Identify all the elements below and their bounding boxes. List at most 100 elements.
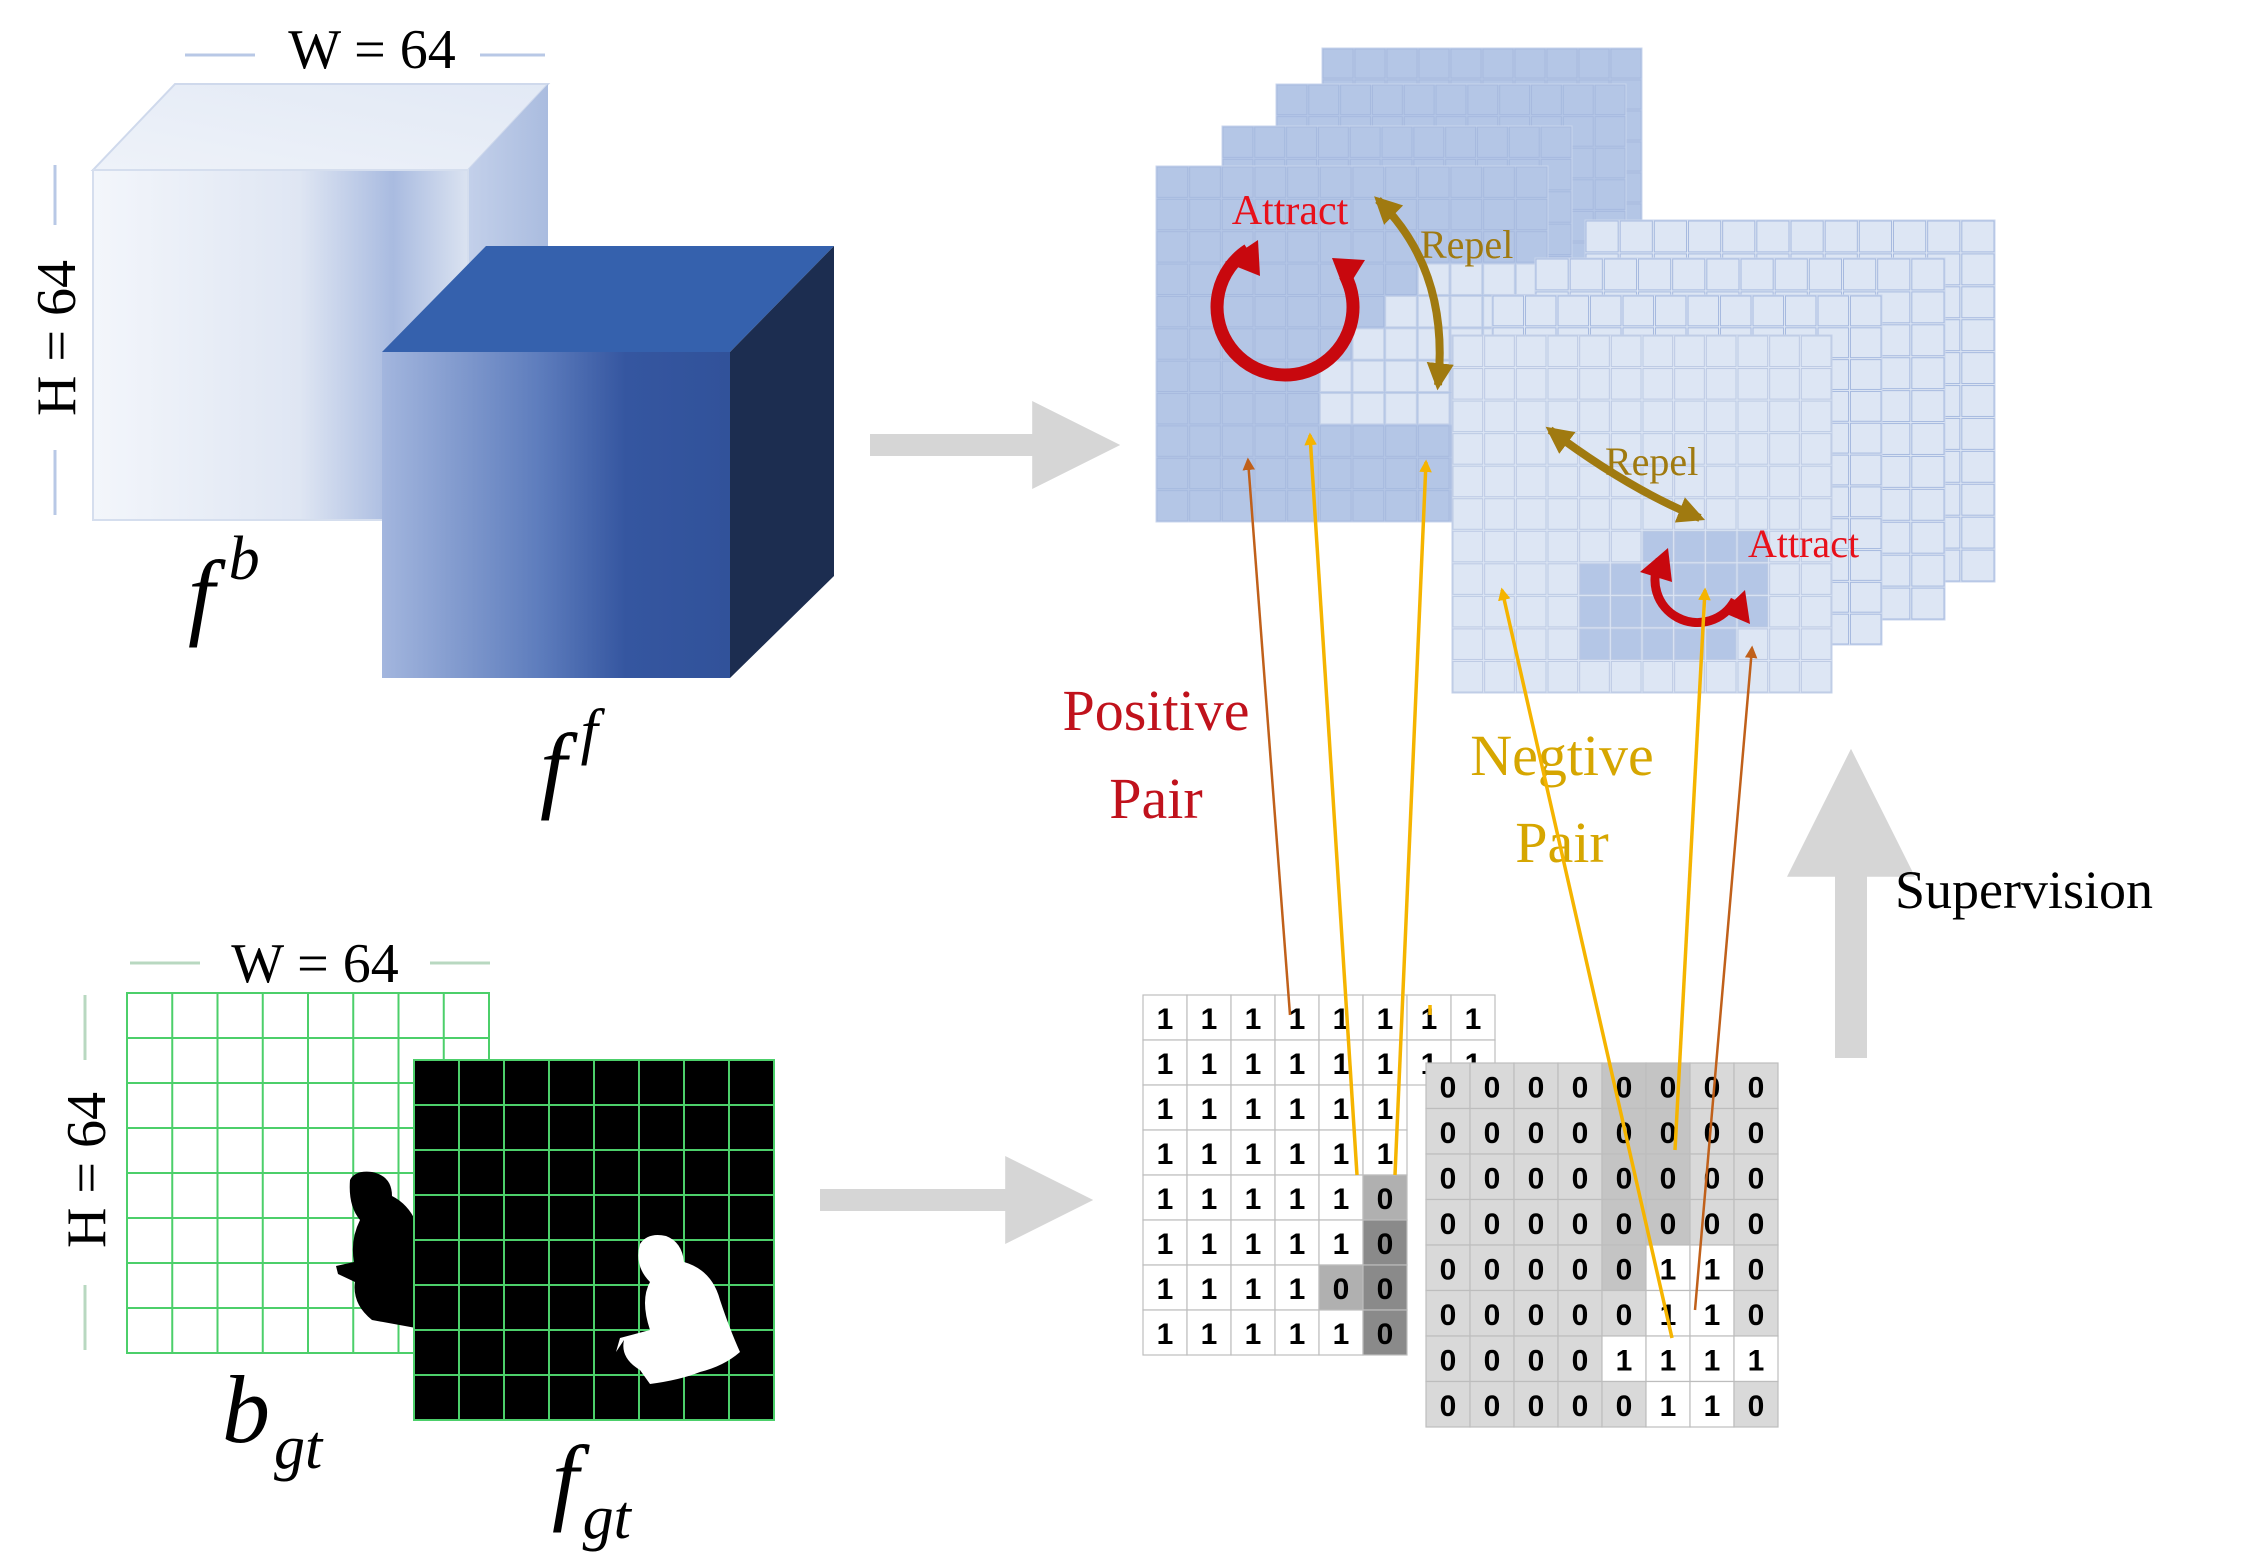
- mask-value: 0: [1748, 1208, 1765, 1241]
- map-cell: [1319, 490, 1352, 522]
- map-cell: [1705, 660, 1737, 693]
- map-cell: [1484, 660, 1515, 693]
- map-cell: [1450, 166, 1483, 198]
- mask-value: 0: [1748, 1299, 1765, 1332]
- mask-value: 0: [1484, 1299, 1501, 1332]
- width-label: W = 64: [288, 19, 455, 81]
- mask-cell: [1601, 1062, 1647, 1110]
- mask-cell: [1425, 1198, 1471, 1246]
- map-cell: [1610, 530, 1642, 563]
- map-cell: [1156, 328, 1189, 360]
- mask-value: 0: [1333, 1273, 1350, 1306]
- mask-cell: [1425, 1380, 1471, 1428]
- map-cell: [1417, 425, 1450, 457]
- mask-cell: [1230, 1174, 1276, 1221]
- mask-value: 1: [1201, 1273, 1218, 1306]
- map-cell: [1254, 126, 1286, 158]
- map-cell: [1590, 295, 1622, 327]
- mask-cell: [1733, 1198, 1779, 1246]
- negative-pair-line-3: [1498, 587, 1674, 1339]
- map-cell: [1737, 368, 1769, 400]
- map-cell: [1824, 220, 1858, 253]
- map-cell: [1385, 457, 1417, 490]
- mask-value: 0: [1572, 1254, 1589, 1287]
- map-cell: [1156, 263, 1189, 295]
- map-cell: [1492, 295, 1524, 327]
- mask-cell: [1469, 1153, 1515, 1201]
- map-cell: [1674, 660, 1705, 693]
- map-cell: [1452, 530, 1484, 563]
- map-cell: [1642, 368, 1674, 400]
- map-cell: [1385, 360, 1417, 393]
- map-cell: [1515, 231, 1548, 263]
- attract-label-top: Attract: [1232, 188, 1349, 234]
- mask-value: 0: [1572, 1163, 1589, 1196]
- map-cell: [1610, 595, 1642, 628]
- foreground-gt-grid: [413, 1059, 775, 1421]
- mask-value: 0: [1572, 1299, 1589, 1332]
- map-cell: [1450, 48, 1482, 79]
- map-cell: [1594, 84, 1626, 116]
- map-cell: [1877, 258, 1911, 291]
- mask-value: 1: [1377, 1093, 1394, 1126]
- mask-value: 0: [1616, 1299, 1633, 1332]
- map-cell: [1961, 417, 1995, 450]
- mask-value: 0: [1484, 1072, 1501, 1105]
- fg-map-sheet-front: [1451, 334, 1833, 694]
- height-label-bg: [25, 225, 85, 450]
- mask-value: 0: [1440, 1163, 1457, 1196]
- map-cell: [1850, 454, 1882, 486]
- map-cell: [1569, 258, 1603, 291]
- mask-value: 1: [1333, 1093, 1350, 1126]
- mask-cell: [1645, 1335, 1691, 1383]
- map-cell: [1737, 433, 1769, 465]
- map-cell: [1156, 360, 1189, 393]
- mask-cell: [1689, 1380, 1735, 1428]
- map-cell: [1557, 295, 1589, 327]
- mask-cell: [1601, 1380, 1647, 1428]
- map-cell: [1705, 368, 1737, 400]
- map-cell: [1674, 368, 1705, 400]
- map-cell: [1705, 498, 1737, 530]
- map-cell: [1287, 490, 1319, 522]
- mask-value: 1: [1201, 1093, 1218, 1126]
- mask-cell: [1425, 1062, 1471, 1110]
- map-cell: [1800, 628, 1832, 660]
- map-cell: [1547, 368, 1579, 400]
- map-cell: [1687, 295, 1719, 327]
- map-cell: [1435, 84, 1467, 116]
- map-cell: [1638, 258, 1672, 291]
- map-cell: [1642, 628, 1674, 660]
- mask-cell: [1733, 1107, 1779, 1155]
- map-cell: [1737, 530, 1769, 563]
- map-cell: [1769, 433, 1800, 465]
- map-cell: [1156, 457, 1189, 490]
- mask-cell: [1601, 1198, 1647, 1246]
- map-cell: [1800, 498, 1832, 530]
- map-cell: [1961, 286, 1995, 319]
- map-cell: [1222, 126, 1254, 158]
- map-cell: [1961, 516, 1995, 549]
- map-cell: [1319, 393, 1352, 425]
- mask-value: 0: [1484, 1390, 1501, 1423]
- mask-value: 0: [1616, 1072, 1633, 1105]
- map-cell: [1413, 126, 1445, 158]
- mask-cell: [1362, 1129, 1408, 1176]
- mask-value: 1: [1245, 1318, 1262, 1351]
- map-cell: [1156, 198, 1189, 231]
- map-cell: [1531, 84, 1562, 116]
- map-cell: [1800, 465, 1832, 498]
- mask-value: 1: [1157, 1318, 1174, 1351]
- map-cell: [1254, 166, 1287, 198]
- mask-value: 0: [1484, 1163, 1501, 1196]
- map-cell: [1484, 368, 1515, 400]
- mask-value: 1: [1704, 1254, 1721, 1287]
- map-cell: [1515, 595, 1547, 628]
- map-cell: [1961, 385, 1995, 417]
- map-cell: [1800, 530, 1832, 563]
- map-cell: [1515, 166, 1548, 198]
- mask-value: 0: [1528, 1208, 1545, 1241]
- mask-value: 0: [1572, 1117, 1589, 1150]
- map-cell: [1452, 563, 1484, 595]
